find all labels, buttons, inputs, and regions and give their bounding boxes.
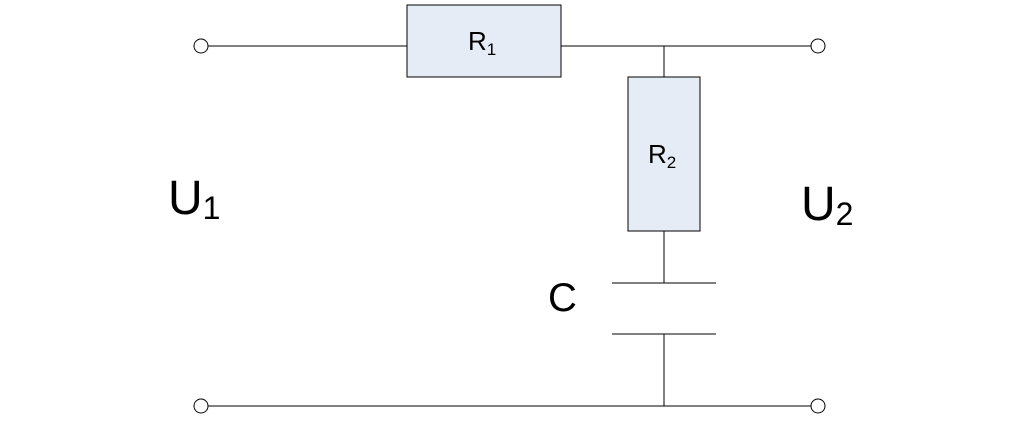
label-r2-subscript: 2: [667, 153, 676, 172]
label-u2-subscript: 2: [836, 196, 854, 232]
label-r1-letter: R: [468, 26, 487, 56]
terminal-input-bottom: [193, 398, 209, 414]
label-u2: U2: [801, 178, 853, 232]
label-r2-letter: R: [648, 139, 667, 169]
terminal-output-bottom: [810, 398, 826, 414]
label-r1-subscript: 1: [487, 40, 496, 59]
terminal-output-top: [810, 38, 826, 54]
label-u1-subscript: 1: [203, 190, 221, 226]
label-r1: R1: [468, 26, 496, 59]
terminal-input-top: [193, 38, 209, 54]
label-u1: U1: [168, 172, 220, 226]
label-capacitor: C: [548, 276, 577, 320]
label-u2-letter: U: [801, 178, 836, 231]
label-u1-letter: U: [168, 172, 203, 225]
resistor-r2: [627, 76, 701, 232]
resistor-r1: [406, 4, 562, 78]
label-r2: R2: [648, 139, 676, 172]
